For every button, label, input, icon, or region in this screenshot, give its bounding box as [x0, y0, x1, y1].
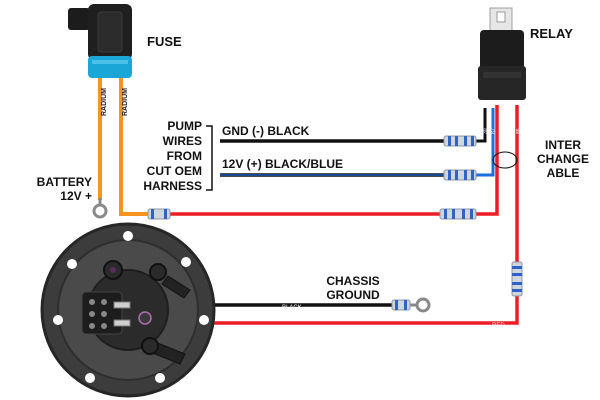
connector-chassis — [391, 299, 411, 311]
module-pin — [89, 323, 95, 329]
relay-pin-85: 85 — [516, 128, 522, 134]
module-pin — [101, 323, 107, 329]
relay-label: RELAY — [530, 26, 573, 41]
chassis-ring-terminal — [415, 297, 431, 313]
module-pin — [101, 299, 107, 305]
fuse-holder: RADIUM RADIUM — [68, 4, 132, 116]
battery-ring-terminal — [92, 203, 108, 219]
fuse-ridge — [97, 11, 123, 53]
interchange-label-1: INTER — [545, 138, 581, 152]
module-pin — [89, 311, 95, 317]
relay-tab-hole — [496, 11, 506, 23]
pump-label-1: PUMP — [167, 119, 202, 133]
red-wire-tag: RED — [492, 323, 505, 329]
bolt-hole — [123, 231, 133, 241]
module-fitting-right — [161, 275, 191, 299]
butt-connectors — [147, 135, 523, 311]
connector-gnd — [443, 135, 477, 147]
bolt-hole — [67, 259, 77, 269]
battery-label-2: 12V + — [60, 189, 92, 203]
relay-pin-30: 30 — [483, 128, 489, 134]
interchange-label-3: ABLE — [547, 166, 580, 180]
chassis-label-2: GROUND — [326, 288, 380, 302]
relay-pin-87: 87 — [491, 128, 497, 134]
black-gnd-to-relay — [476, 108, 487, 143]
module-fitting-bottom-cap — [141, 337, 159, 355]
red-wire-to-module — [128, 296, 519, 325]
pump-label-3: FROM — [167, 149, 202, 163]
bolt-hole — [85, 373, 95, 383]
battery-label-1: BATTERY — [37, 175, 92, 189]
module-fitting-top-center — [110, 267, 116, 273]
bolt-hole — [53, 315, 63, 325]
fuse-label: FUSE — [147, 34, 182, 49]
connector-red-vertical — [511, 261, 523, 297]
labels: FUSE RELAY BATTERY 12V + PUMP WIRES FROM… — [37, 26, 589, 329]
pump-label-5: HARNESS — [143, 179, 202, 193]
connector-12v — [443, 169, 477, 181]
bolt-hole — [155, 373, 165, 383]
red-wire-relay-30 — [476, 105, 499, 216]
v12-wire-label: 12V (+) BLACK/BLUE — [222, 157, 343, 171]
module-pin — [89, 299, 95, 305]
blue-12v-to-relay — [476, 108, 495, 177]
relay: 30 87 86 85 — [478, 7, 526, 134]
pump-label-4: CUT OEM — [147, 164, 202, 178]
gnd-wire-label: GND (-) BLACK — [222, 124, 310, 138]
fuse-clip-tab — [68, 8, 90, 30]
fuse-blue-highlight — [92, 60, 128, 64]
module-wire-lead-black — [113, 301, 131, 309]
chassis-label-1: CHASSIS — [326, 274, 379, 288]
relay-socket-ridge — [483, 72, 521, 78]
module-fitting-right-cap — [149, 263, 167, 281]
pump-label-2: WIRES — [163, 134, 202, 148]
bolt-hole — [181, 257, 191, 267]
interchange-loop — [492, 151, 518, 169]
module-accent — [138, 311, 152, 325]
module-pin — [101, 311, 107, 317]
black-wire-tag: BLACK — [282, 305, 302, 311]
bolt-hole — [199, 315, 209, 325]
fuse-blue-band — [88, 56, 132, 78]
interchange-label-2: CHANGE — [537, 152, 589, 166]
relay-socket — [478, 66, 526, 100]
pump-wires-bracket — [206, 125, 213, 191]
fuse-tag-left: RADIUM — [101, 88, 108, 116]
relay-pin-86: 86 — [499, 128, 505, 134]
fuse-tag-right: RADIUM — [122, 88, 129, 116]
wires — [92, 78, 519, 325]
connector-red-relay — [439, 208, 477, 220]
orange-wire-right — [119, 78, 150, 216]
connector-fuse-red — [147, 208, 171, 220]
pump-module — [40, 222, 216, 398]
module-wire-lead-red — [113, 319, 131, 327]
